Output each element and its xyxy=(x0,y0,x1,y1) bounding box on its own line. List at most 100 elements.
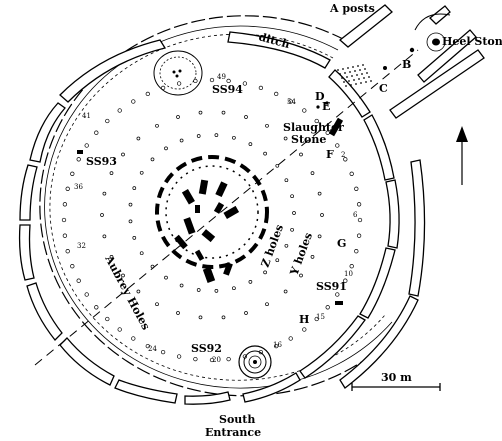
aubrey-hole xyxy=(176,81,182,86)
aubrey-hole xyxy=(258,85,264,91)
aubrey-hole xyxy=(117,108,122,113)
z-hole xyxy=(232,135,236,140)
z-hole xyxy=(150,157,155,162)
h-label: H xyxy=(299,313,309,326)
y-hole xyxy=(136,136,141,141)
y-hole xyxy=(299,152,303,157)
a-post xyxy=(363,77,365,79)
south-entrance-label-1: South xyxy=(219,413,255,426)
ss94-barrow xyxy=(153,50,203,96)
y-hole xyxy=(244,311,248,315)
z-hole xyxy=(275,258,280,263)
aubrey-hole xyxy=(193,356,198,362)
aubrey-hole xyxy=(356,202,362,207)
aubrey-hole xyxy=(62,233,68,238)
aubrey-hole xyxy=(145,343,150,349)
trilithons xyxy=(174,179,240,283)
aubrey-hole xyxy=(65,249,70,254)
a-posts-label: A posts xyxy=(329,2,375,15)
aubrey-hole xyxy=(226,356,231,362)
bluestone-circle xyxy=(165,165,259,259)
g-label: G xyxy=(337,237,346,250)
aubrey-hole xyxy=(226,78,231,84)
y-hole xyxy=(310,255,315,259)
aubrey-hole xyxy=(314,118,319,124)
aubrey-hole xyxy=(160,85,166,91)
aubrey-hole xyxy=(61,217,67,223)
a-post xyxy=(352,66,354,68)
aubrey-hole xyxy=(94,130,99,135)
aubrey-hole xyxy=(242,81,248,86)
aubrey-hole xyxy=(349,171,354,176)
z-hole xyxy=(179,283,184,288)
post-holes xyxy=(316,47,415,109)
e-label: E xyxy=(322,100,330,113)
z-holes xyxy=(128,133,296,293)
z-hole xyxy=(128,219,133,224)
aubrey-hole xyxy=(131,99,136,104)
aubrey-hole xyxy=(354,249,359,254)
a-post xyxy=(354,70,356,72)
hole-16: 16 xyxy=(273,341,282,349)
y-hole xyxy=(121,152,125,157)
b-label: B xyxy=(402,58,411,71)
aubrey-hole xyxy=(105,118,110,124)
y-hole xyxy=(176,115,180,119)
aubrey-hole xyxy=(288,336,293,341)
z-hole xyxy=(290,194,294,199)
a-post xyxy=(346,76,348,78)
a-post xyxy=(357,65,359,67)
y-hole xyxy=(176,311,180,315)
scale-label: 30 m xyxy=(381,371,412,384)
y-hole xyxy=(310,171,315,175)
z-hole xyxy=(179,138,184,143)
aubrey-holes-label: Aubrey Holes xyxy=(102,252,153,332)
z-hole xyxy=(214,289,219,293)
aubrey-hole xyxy=(131,336,136,341)
ss92-label: SS92 xyxy=(191,342,222,355)
z-hole xyxy=(248,142,253,146)
a-post xyxy=(337,69,339,71)
y-hole xyxy=(221,315,226,320)
a-post xyxy=(350,84,352,86)
aubrey-hole xyxy=(145,91,150,97)
z-hole xyxy=(290,227,294,232)
aubrey-hole xyxy=(193,78,198,84)
y-hole xyxy=(136,289,141,294)
a-post xyxy=(359,69,361,71)
y-hole xyxy=(320,213,324,217)
aubrey-hole xyxy=(84,143,89,148)
a-post xyxy=(366,72,368,74)
a-post xyxy=(351,75,353,77)
y-hole xyxy=(121,273,125,278)
aubrey-holes xyxy=(61,77,363,363)
y-hole xyxy=(244,115,248,119)
z-hole xyxy=(128,202,133,207)
z-hole xyxy=(263,151,267,156)
ss91-label: SS91 xyxy=(316,280,347,293)
hole-49: 49 xyxy=(217,73,226,81)
z-hole xyxy=(196,288,201,292)
y-hole xyxy=(198,315,203,320)
a-post xyxy=(355,83,357,85)
aubrey-hole xyxy=(70,171,75,176)
slaughter-stone-label-1: Slaughter xyxy=(283,121,344,134)
a-post xyxy=(342,68,344,70)
f-label: F xyxy=(326,148,334,161)
aubrey-hole xyxy=(354,186,359,191)
aubrey-hole xyxy=(356,233,362,238)
z-hole xyxy=(248,280,253,284)
aubrey-hole xyxy=(76,157,81,162)
ss91-stone xyxy=(335,301,343,305)
ss94-label: SS94 xyxy=(212,83,243,96)
a-post xyxy=(358,78,360,80)
a-post xyxy=(349,71,351,73)
solstice-axis xyxy=(34,49,419,366)
z-hole xyxy=(292,211,296,215)
z-hole xyxy=(164,275,168,280)
a-post xyxy=(365,81,367,83)
y-hole xyxy=(221,110,226,115)
a-posts-dots xyxy=(337,64,372,87)
hole-10: 10 xyxy=(344,270,353,278)
aubrey-hole xyxy=(105,316,110,322)
